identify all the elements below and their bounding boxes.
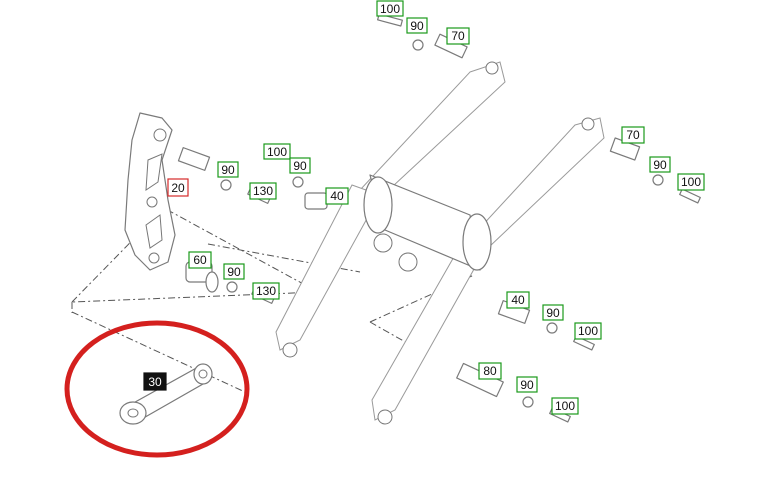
callout-text: 130 [253,184,273,198]
callout-text: 80 [483,364,497,378]
callout-labels: 100 90 70 100 90 20 90 130 [143,0,705,415]
callout-label[interactable]: 40 [506,291,530,309]
callout-text: 60 [193,253,207,267]
callout-label[interactable]: 90 [406,17,428,34]
callout-label[interactable]: 90 [223,263,245,280]
callout-text: 130 [256,284,276,298]
callout-label[interactable]: 100 [574,322,602,340]
callout-label[interactable]: 60 [188,251,212,269]
callout-text: 20 [171,181,185,195]
callout-text: 40 [330,189,344,203]
callout-text: 70 [626,128,640,142]
callout-label[interactable]: 90 [516,376,538,393]
callout-label[interactable]: 20 [167,178,189,197]
callout-text: 90 [410,19,424,33]
callout-label[interactable]: 130 [252,282,280,300]
callout-label[interactable]: 40 [325,187,349,205]
callout-text: 90 [653,158,667,172]
loader-frame [275,61,605,425]
callout-label[interactable]: 130 [249,182,277,200]
callout-label[interactable]: 70 [621,126,645,144]
callout-text: 30 [148,375,162,389]
callout-text: 100 [681,175,701,189]
callout-text: 100 [380,2,400,16]
callout-text: 90 [227,265,241,279]
callout-label[interactable]: 30 [143,372,167,391]
highlight-ring [64,320,250,458]
callout-label[interactable]: 90 [217,161,239,178]
callout-label[interactable]: 90 [289,157,311,174]
callout-label[interactable]: 90 [649,156,671,173]
callout-text: 90 [520,378,534,392]
callout-text: 100 [267,145,287,159]
callout-text: 40 [511,293,525,307]
callout-label[interactable]: 100 [263,143,291,160]
callout-label[interactable]: 100 [677,173,705,191]
callout-text: 100 [555,399,575,413]
callout-label[interactable]: 100 [551,397,579,415]
callout-label[interactable]: 100 [376,0,404,17]
callout-label[interactable]: 80 [478,362,502,380]
callout-text: 90 [546,306,560,320]
callout-label[interactable]: 90 [542,304,564,321]
callout-text: 90 [221,163,235,177]
link-rod-part [119,363,213,425]
callout-label[interactable]: 70 [446,27,470,45]
callout-text: 90 [293,159,307,173]
bracket-part [124,112,176,271]
callout-text: 70 [451,29,465,43]
callout-text: 100 [578,324,598,338]
